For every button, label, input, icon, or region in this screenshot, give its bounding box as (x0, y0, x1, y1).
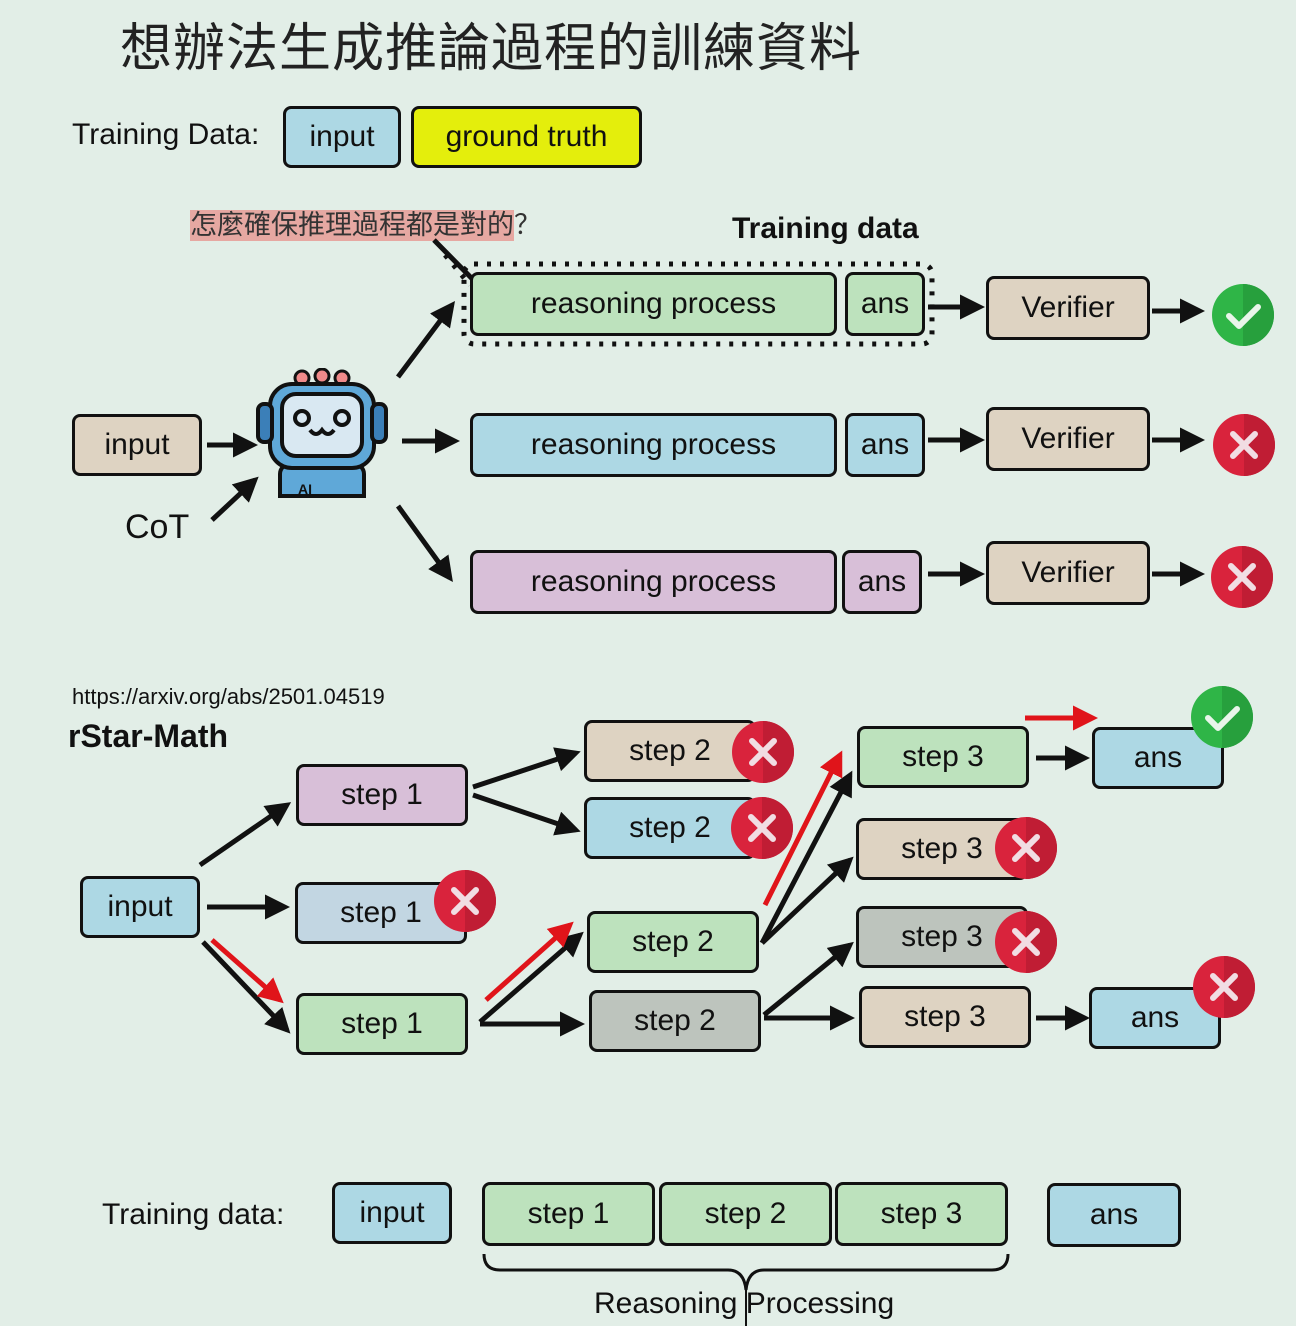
ans-box-1: ans (845, 272, 925, 336)
red-arrow-input-step1 (210, 938, 284, 1004)
reasoning-box-2: reasoning process (470, 413, 837, 477)
check-icon (1212, 284, 1274, 346)
training-data-dotted-frame (461, 261, 935, 347)
step2-box-b: step 2 (584, 797, 756, 859)
legend-ground-truth-box: ground truth (411, 106, 642, 168)
step1-box-c: step 1 (296, 993, 468, 1055)
legend-input-box: input (283, 106, 401, 168)
arrow-cot-robot (210, 476, 259, 522)
arrow-step1c-step2c (478, 931, 584, 1024)
cross-icon (1213, 414, 1275, 476)
red-arrow-step1-step2 (484, 921, 574, 1002)
step1-box-a: step 1 (296, 764, 468, 826)
verification-question: 怎麼確保推理過程都是對的？ (190, 203, 541, 242)
bottom-ans-box: ans (1047, 1183, 1181, 1247)
cross-icon (995, 911, 1057, 973)
reasoning-box-1: reasoning process (470, 272, 837, 336)
training-data-label: Training Data: (72, 118, 260, 151)
cross-icon (732, 721, 794, 783)
tree-input-box: input (80, 876, 200, 938)
arrow-input-step1a (198, 802, 292, 868)
verifier-box-2: Verifier (986, 407, 1150, 471)
bottom-step2-box: step 2 (659, 1182, 832, 1246)
ans-box-3: ans (842, 550, 922, 614)
robot-icon: AI (256, 368, 388, 498)
paper-url: https://arxiv.org/abs/2501.04519 (72, 684, 385, 709)
step3-box-d: step 3 (859, 986, 1031, 1048)
arrow-robot-row3 (395, 504, 453, 583)
arrow-step2d-step3c (762, 941, 854, 1017)
arrow-step1a-step2a (472, 747, 581, 790)
arrow-step1a-step2b (472, 792, 581, 836)
reasoning-brace (482, 1253, 1010, 1291)
step2-box-c: step 2 (587, 911, 759, 973)
step3-box-a: step 3 (857, 726, 1029, 788)
bottom-step1-box: step 1 (482, 1182, 655, 1246)
cross-icon (731, 797, 793, 859)
reasoning-processing-label: Reasoning Processing (594, 1287, 895, 1320)
bottom-training-data-label: Training data: (102, 1198, 285, 1231)
arrow-input-step1c (201, 940, 291, 1034)
check-icon (1191, 686, 1253, 748)
rstar-math-title: rStar-Math (68, 718, 229, 754)
arrow-step2c-step3b (760, 856, 854, 945)
page-title: 想辦法生成推論過程的訓練資料 (120, 19, 863, 79)
red-arrow-step2-step3 (762, 750, 843, 907)
robot-label: AI (298, 481, 312, 497)
bottom-input-box: input (332, 1182, 452, 1244)
step2-box-d: step 2 (589, 990, 761, 1052)
step2-box-a: step 2 (584, 720, 756, 782)
cross-icon (995, 817, 1057, 879)
cot-input-box: input (72, 414, 202, 476)
question-mark: ？ (514, 210, 541, 241)
arrow-step2c-step3a (759, 770, 853, 945)
arrow-robot-row1 (396, 301, 455, 379)
verifier-box-3: Verifier (986, 541, 1150, 605)
cot-label: CoT (125, 508, 190, 546)
question-highlight: 怎麼確保推理過程都是對的 (190, 210, 514, 241)
training-data-heading: Training data (732, 212, 919, 245)
ans-box-2: ans (845, 413, 925, 477)
cross-icon (1193, 956, 1255, 1018)
cross-icon (1211, 546, 1273, 608)
verifier-box-1: Verifier (986, 276, 1150, 340)
bottom-step3-box: step 3 (835, 1182, 1008, 1246)
cross-icon (434, 870, 496, 932)
reasoning-box-3: reasoning process (470, 550, 837, 614)
